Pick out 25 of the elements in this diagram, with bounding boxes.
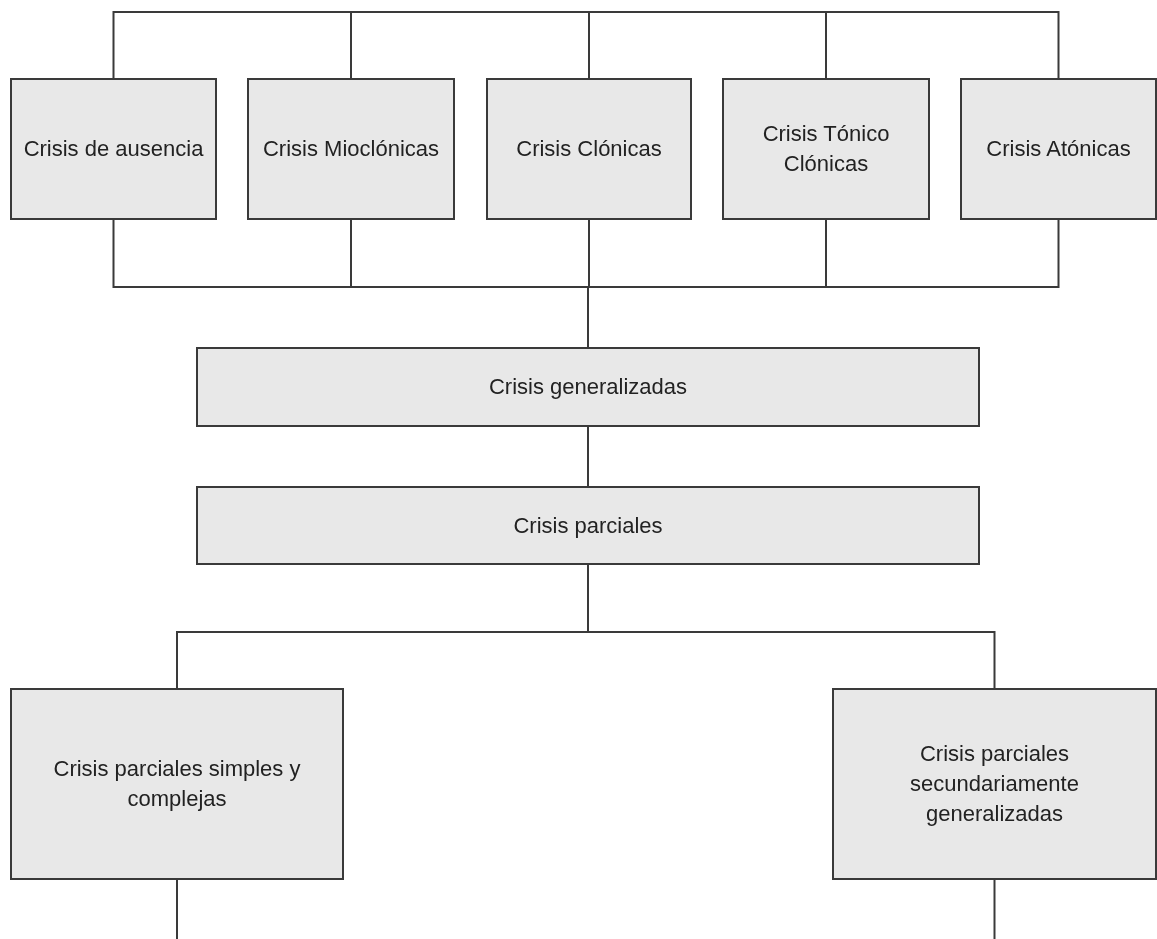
- connector-line: [112, 11, 352, 79]
- category-box: [486, 78, 692, 220]
- connector-line: [993, 879, 996, 939]
- box-label: Crisis Tónico Clónicas: [761, 120, 891, 178]
- box-label: Crisis parciales secundariamente generalizadas: [909, 740, 1080, 828]
- category-box: [722, 78, 930, 220]
- box-label: Crisis generalizadas: [488, 373, 688, 401]
- box-label: Crisis parciales simples y complejas: [52, 755, 302, 813]
- box-label: Crisis Atónicas: [986, 135, 1131, 163]
- connector-line: [825, 11, 1060, 79]
- category-box: [960, 78, 1157, 220]
- category-box: [196, 486, 980, 565]
- category-box: [10, 78, 217, 220]
- category-box: [247, 78, 455, 220]
- connector-line: [350, 11, 590, 79]
- category-box: [832, 688, 1157, 880]
- connector-line: [176, 879, 178, 939]
- connector-line: [588, 11, 827, 79]
- connector-line: [587, 426, 589, 487]
- box-label: Crisis Clónicas: [516, 135, 662, 163]
- box-label: Crisis Mioclónicas: [262, 135, 439, 163]
- box-label: Crisis parciales: [513, 511, 663, 540]
- category-box: [196, 347, 980, 427]
- category-box: [10, 688, 344, 880]
- box-label: Crisis de ausencia: [23, 135, 204, 163]
